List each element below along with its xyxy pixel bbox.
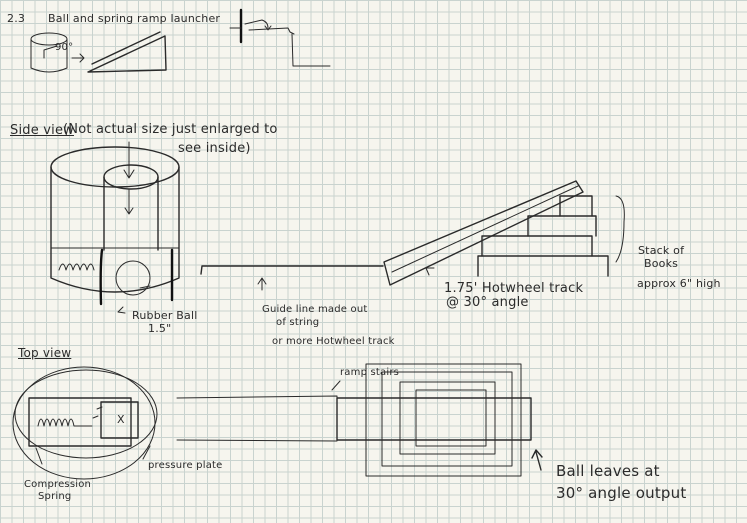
side-view-note-line1: (Not actual size just enlarged to [63, 122, 278, 137]
top-view-guide [176, 395, 338, 442]
spring-label-line1: Compression [24, 479, 92, 490]
side-view-cylinder [50, 141, 180, 314]
thumb-step-profile [229, 8, 331, 67]
top-view-launcher [12, 366, 158, 480]
ball-label-line2: 1.5" [148, 322, 172, 335]
spring-label-line2: Spring [38, 491, 72, 502]
guide-line [200, 265, 384, 291]
books-label-line1: Stack of [638, 244, 685, 257]
books-label-line2: Books [644, 257, 679, 270]
thumb-cylinder [30, 32, 85, 73]
pressure-plate-label: pressure plate [148, 460, 223, 471]
guide-label-line1: Guide line made out [262, 304, 368, 315]
side-view-heading: Side view [10, 123, 74, 138]
top-view-stairs [331, 363, 543, 477]
thumb-ramp [87, 31, 167, 73]
thumb-angle-label: 90° [55, 42, 74, 53]
guide-label-line3: or more Hotwheel track [272, 336, 395, 347]
page-title: Ball and spring ramp launcher [48, 12, 221, 25]
pressure-plate-mark: X [117, 413, 125, 426]
page-number: 2.3 [7, 12, 26, 25]
side-view-note-line2: see inside) [178, 141, 251, 156]
side-ramp-track [383, 180, 584, 286]
book-stack [477, 195, 625, 277]
ball-label-line1: Rubber Ball [132, 309, 198, 322]
ramp-stairs-label: ramp stairs [340, 367, 400, 378]
exit-label-line2: 30° angle output [556, 484, 687, 502]
track-label-line1: 1.75' Hotwheel track [444, 281, 584, 296]
exit-label-line1: Ball leaves at [556, 462, 660, 480]
track-label-line2: @ 30° angle [446, 295, 529, 310]
guide-label-line2: of string [276, 317, 320, 328]
top-view-heading: Top view [18, 346, 72, 360]
books-label-line3: approx 6" high [637, 277, 721, 290]
